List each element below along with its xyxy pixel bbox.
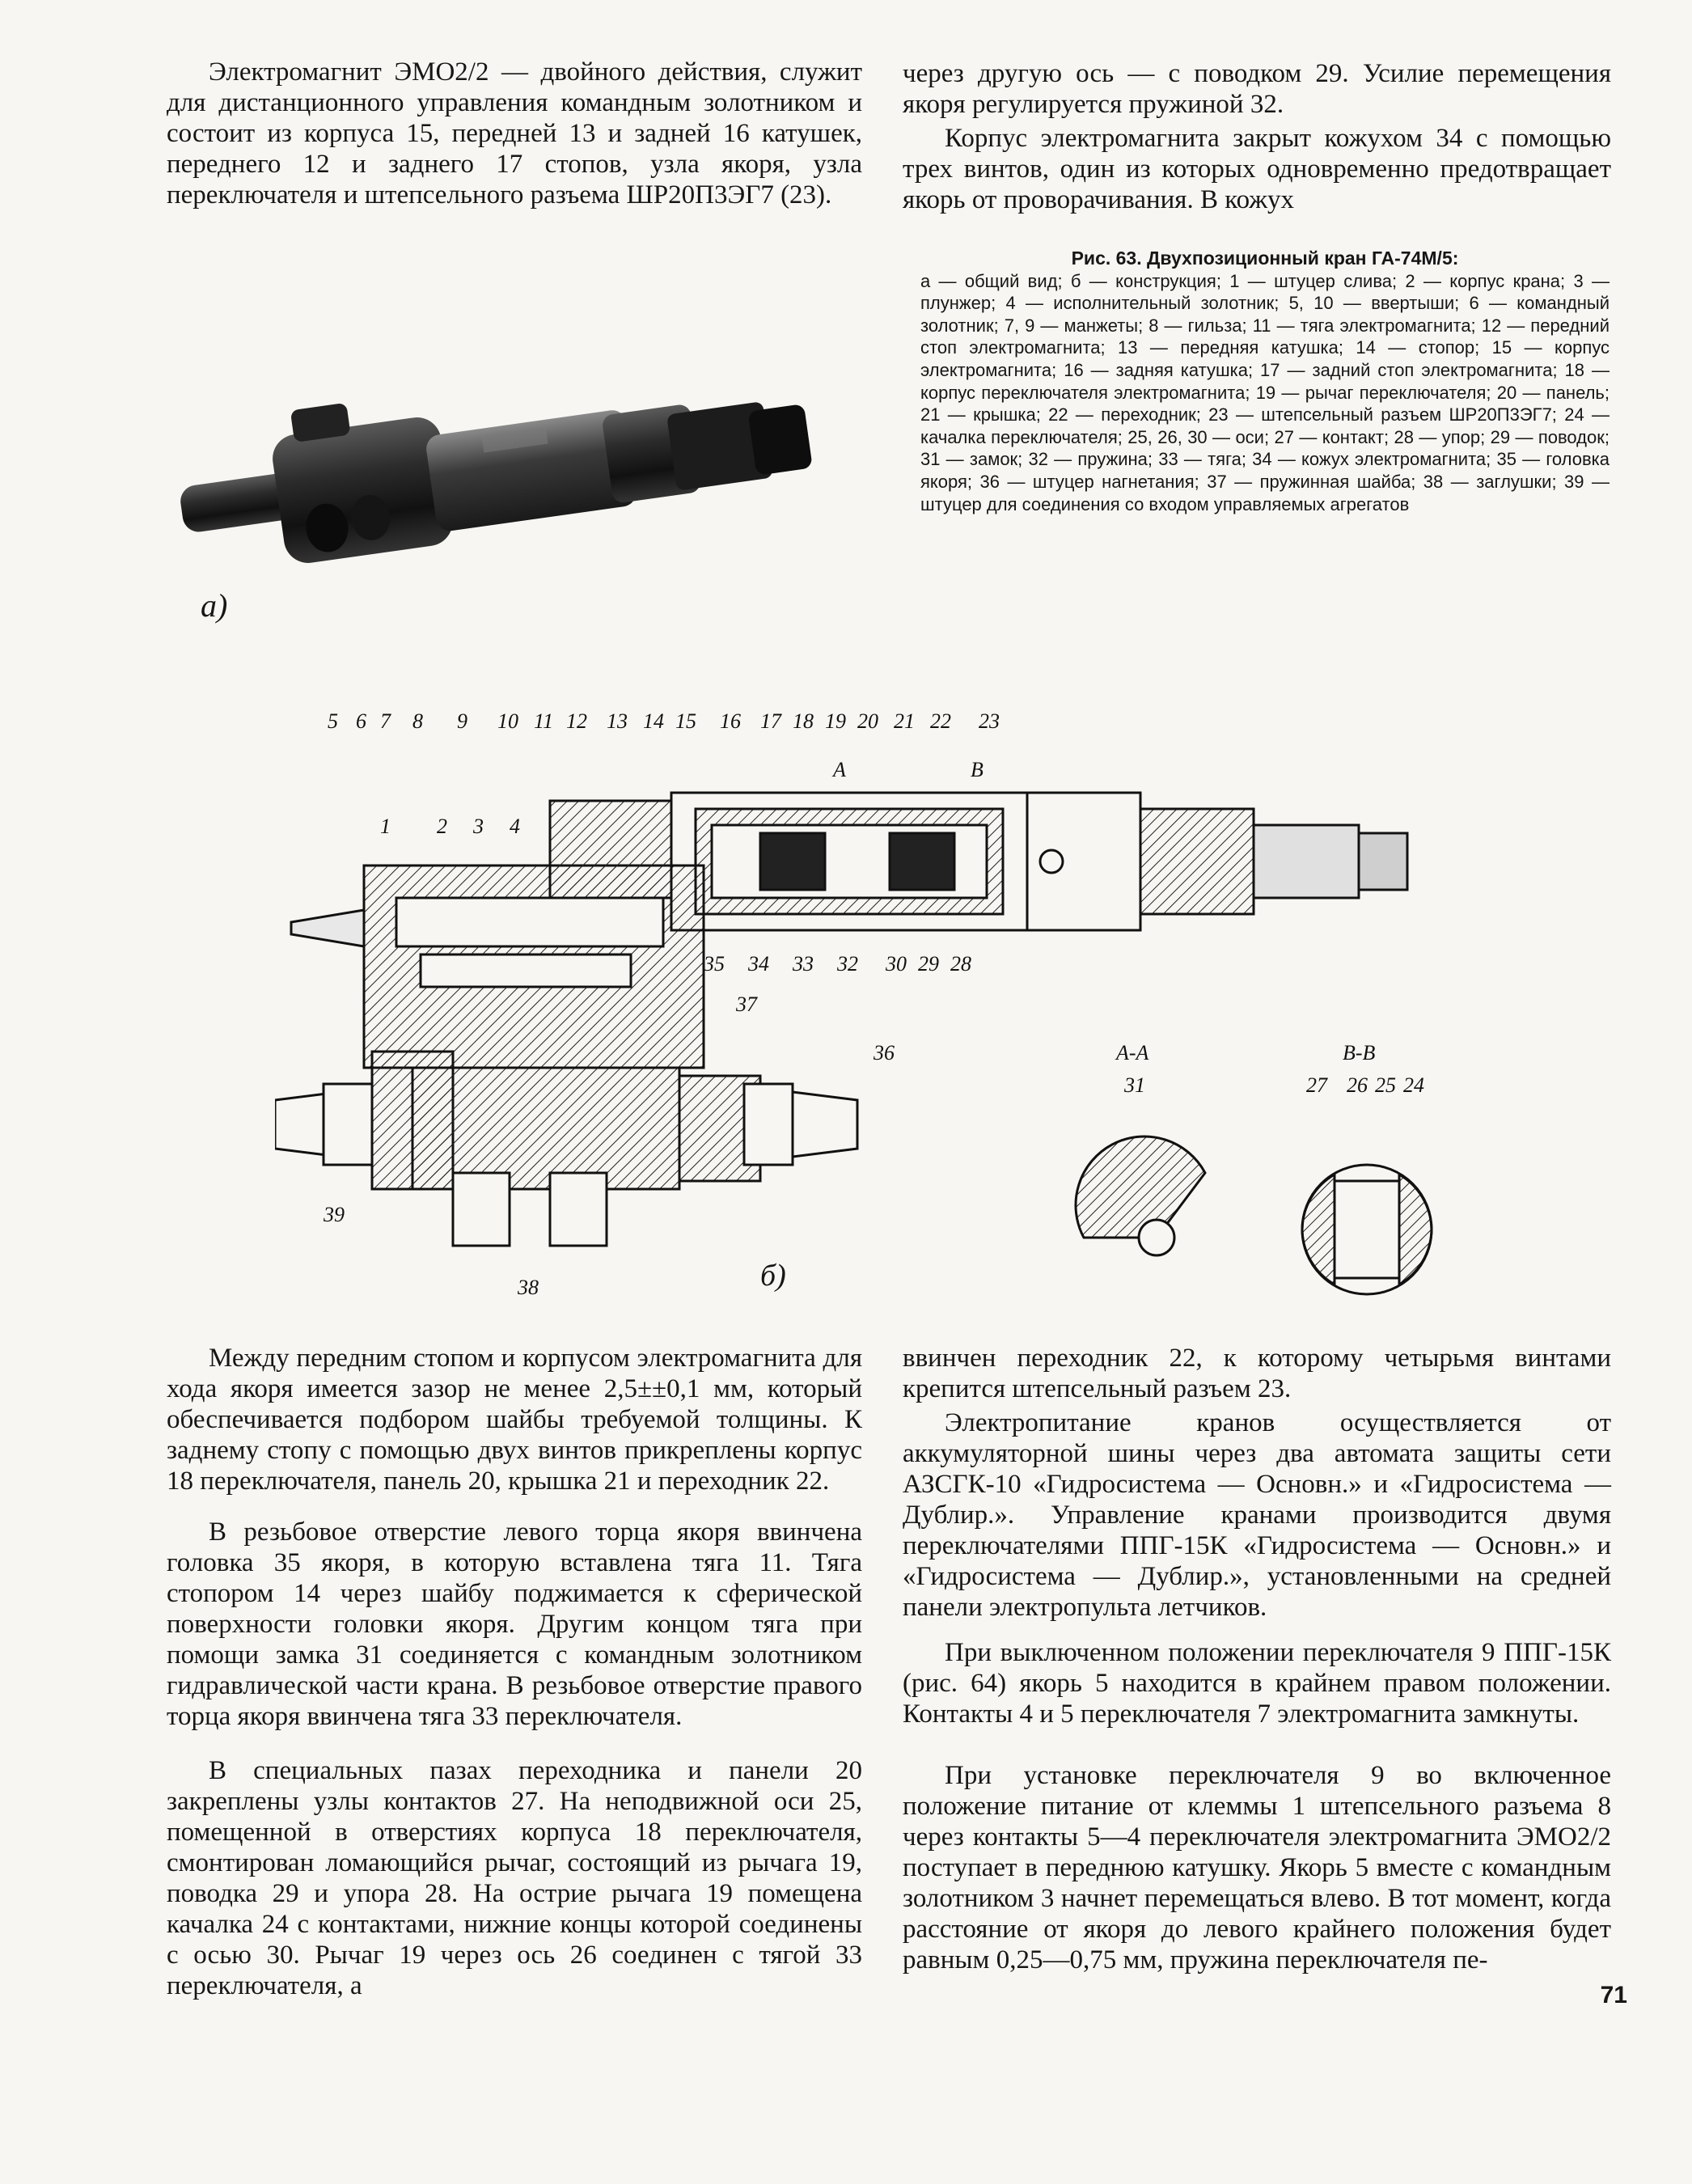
callout-34: 34 — [747, 952, 769, 976]
callout-33: 33 — [792, 952, 814, 976]
right-paragraph-1: через другую ось — с поводком 29. Усилие… — [903, 59, 1611, 119]
callout-30: 30 — [885, 952, 907, 976]
callout-19: 19 — [825, 709, 846, 733]
right-paragraph-2: Корпус электромагнита закрыт кожухом 34 … — [903, 124, 1611, 214]
callout-1: 1 — [380, 815, 391, 838]
callout-23: 23 — [979, 709, 1000, 733]
callout-39: 39 — [323, 1203, 345, 1226]
callout-9: 9 — [457, 709, 467, 733]
callout-8: 8 — [412, 709, 423, 733]
callout-22: 22 — [930, 709, 951, 733]
callout-7: 7 — [380, 709, 391, 733]
callout-6: 6 — [356, 709, 366, 733]
left-paragraph-2: Между передним стопом и корпусом электро… — [167, 1344, 862, 1496]
callout-3: 3 — [472, 815, 484, 838]
figure-caption-body: а — общий вид; б — конструкция; 1 — штуц… — [920, 270, 1610, 514]
callout-38: 38 — [517, 1276, 539, 1299]
section-marker-a: A — [831, 758, 846, 781]
callout-4: 4 — [510, 815, 520, 838]
left-paragraph-1: Электромагнит ЭМО2/2 — двойного действия… — [167, 57, 862, 210]
callout-20: 20 — [857, 709, 878, 733]
section-aa-callout-31: 31 — [1123, 1073, 1145, 1097]
callout-10: 10 — [497, 709, 518, 733]
right-paragraph-6: При установке переключателя 9 во включен… — [903, 1761, 1611, 1974]
right-paragraph-3: ввинчен переходник 22, к которому четырь… — [903, 1344, 1611, 1403]
figure-caption: Рис. 63. Двухпозиционный кран ГА-74М/5: … — [920, 248, 1610, 515]
callout-35: 35 — [703, 952, 725, 976]
callout-5: 5 — [328, 709, 338, 733]
callout-32: 32 — [836, 952, 858, 976]
right-paragraph-5: При выключенном положении переключателя … — [903, 1638, 1611, 1729]
section-bb-callout-25: 25 — [1375, 1073, 1396, 1097]
section-bb-callout-26: 26 — [1347, 1073, 1368, 1097]
left-paragraph-4: В специальных пазах переходника и панели… — [167, 1756, 862, 2000]
callout-16: 16 — [720, 709, 741, 733]
callout-2: 2 — [437, 815, 447, 838]
valve-photo — [180, 402, 812, 563]
callout-29: 29 — [918, 952, 939, 976]
callout-11: 11 — [534, 709, 553, 733]
callout-18: 18 — [793, 709, 814, 733]
callout-37: 37 — [735, 993, 758, 1016]
section-bb-callout-27: 27 — [1306, 1073, 1328, 1097]
callout-36: 36 — [873, 1041, 895, 1064]
page-number: 71 — [1600, 1982, 1627, 2008]
callout-14: 14 — [643, 709, 664, 733]
callout-28: 28 — [950, 952, 971, 976]
figure-caption-title: Рис. 63. Двухпозиционный кран ГА-74М/5: — [1071, 248, 1459, 269]
section-marker-b: B — [971, 758, 983, 781]
figure-label-a: а) — [201, 587, 228, 624]
section-bb-callout-24: 24 — [1403, 1073, 1424, 1097]
callout-21: 21 — [894, 709, 915, 733]
callout-17: 17 — [760, 709, 782, 733]
right-paragraph-4: Электропитание кранов осуществляется от … — [903, 1408, 1611, 1622]
section-aa-title: А-А — [1115, 1041, 1149, 1064]
callout-12: 12 — [566, 709, 587, 733]
callout-15: 15 — [675, 709, 696, 733]
figure-label-b: б) — [760, 1259, 786, 1293]
callout-13: 13 — [607, 709, 628, 733]
left-paragraph-3: В резьбовое отверстие левого торца якоря… — [167, 1517, 862, 1731]
valve-cross-section-drawing: 5 6 7 8 9 10 11 12 13 14 15 16 17 18 19 … — [275, 709, 1433, 1299]
section-bb-title: В-В — [1343, 1041, 1376, 1064]
